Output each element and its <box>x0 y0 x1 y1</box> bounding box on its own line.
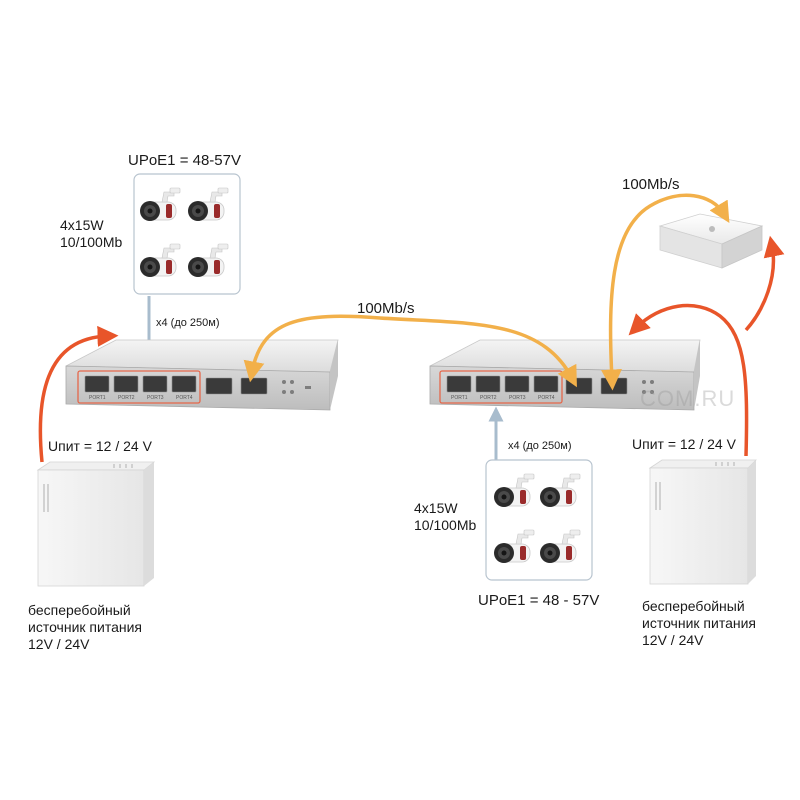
port-label: PORT3 <box>509 395 526 401</box>
right-cable-label: x4 (до 250м) <box>508 440 572 452</box>
left-psu-line1: бесперебойный <box>28 602 131 618</box>
nvr-device <box>658 213 764 269</box>
left-cable-label: x4 (до 250м) <box>156 317 220 329</box>
watermark: COM.RU <box>640 386 736 411</box>
port-label: PORT1 <box>89 395 106 401</box>
right-supply-label: Uпит = 12 / 24 V <box>632 436 736 452</box>
right-power-label: 4x15W <box>414 500 458 516</box>
port-label: PORT4 <box>538 395 555 401</box>
left-psu-line3: 12V / 24V <box>28 636 90 652</box>
right-power-cable-nvr <box>744 235 785 332</box>
left-switch <box>65 339 339 411</box>
port-label: PORT3 <box>147 395 164 401</box>
switch-link-cable <box>243 314 577 388</box>
left-psu-caption: бесперебойный источник питания 12V / 24V <box>28 602 142 653</box>
right-power-supply <box>648 459 757 585</box>
right-psu-caption: бесперебойный источник питания 12V / 24V <box>642 598 756 649</box>
port-label: PORT2 <box>480 395 497 401</box>
switch-link-label: 100Mb/s <box>357 300 415 317</box>
right-power-cable-switch <box>628 303 749 457</box>
left-speed-label: 10/100Mb <box>60 234 123 250</box>
right-psu-line2: источник питания <box>642 615 756 631</box>
right-camera-group <box>485 459 593 581</box>
poe-ports-highlight <box>77 370 201 404</box>
port-label: PORT1 <box>451 395 468 401</box>
port-label: PORT4 <box>176 395 193 401</box>
left-power-supply <box>36 461 156 587</box>
right-psu-line1: бесперебойный <box>642 598 745 614</box>
left-power-label: 4x15W <box>60 217 104 233</box>
left-psu-line2: источник питания <box>28 619 142 635</box>
right-speed-label: 10/100Mb <box>414 517 477 533</box>
left-upoe-label: UPoE1 = 48-57V <box>128 152 241 169</box>
left-camera-group <box>133 173 241 295</box>
left-supply-label: Uпит = 12 / 24 V <box>48 438 152 454</box>
right-upoe-label: UPoE1 = 48 - 57V <box>478 592 600 609</box>
nvr-link-label: 100Mb/s <box>622 176 680 193</box>
left-power-cable <box>38 325 119 463</box>
right-psu-line3: 12V / 24V <box>642 632 704 648</box>
nvr-link-cable <box>600 193 730 391</box>
port-label: PORT2 <box>118 395 135 401</box>
